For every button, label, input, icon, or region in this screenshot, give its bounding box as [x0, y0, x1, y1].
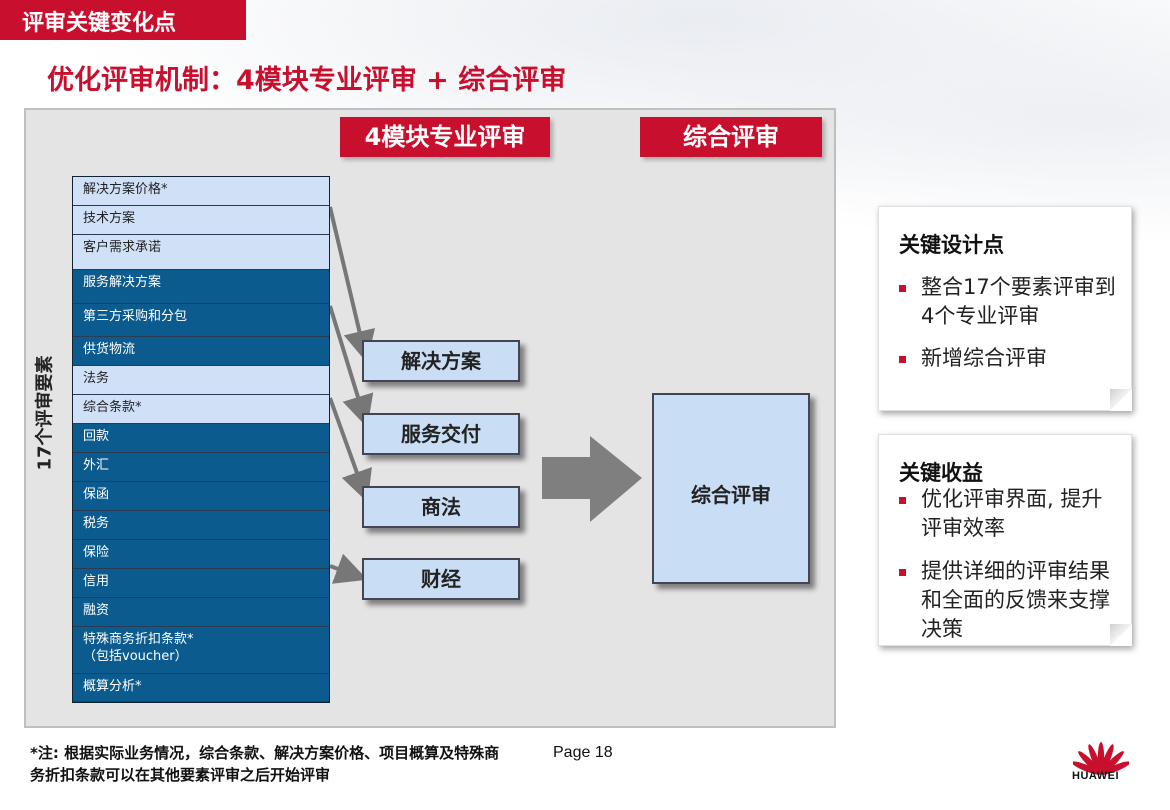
module-service-delivery: 服务交付	[362, 413, 520, 455]
review-element-row: 保函	[73, 482, 329, 511]
module-finance: 财经	[362, 558, 520, 600]
review-element-row: 解决方案价格*	[73, 177, 329, 206]
brand-name: HUAWEI	[1072, 770, 1119, 782]
review-elements-list: 解决方案价格*技术方案客户需求承诺服务解决方案第三方采购和分包供货物流法务综合条…	[72, 176, 330, 703]
comprehensive-column-label: 综合评审	[640, 117, 822, 157]
key-design-title: 关键设计点	[899, 233, 1004, 257]
review-element-row: 客户需求承诺	[73, 235, 329, 270]
key-benefits-item: 优化评审界面, 提升评审效率	[899, 485, 1119, 543]
review-element-row: 特殊商务折扣条款* （包括voucher）	[73, 627, 329, 674]
review-element-row: 服务解决方案	[73, 270, 329, 304]
footnote: *注: 根据实际业务情况，综合条款、解决方案价格、项目概算及特殊商务折扣条款可以…	[30, 744, 500, 784]
review-element-row: 回款	[73, 424, 329, 453]
module-legal: 商法	[362, 486, 520, 528]
bullet-icon	[899, 497, 906, 504]
arrow-to-finance	[329, 553, 368, 584]
module-solution: 解决方案	[362, 340, 520, 382]
elements-vertical-label: 17个评审要素	[20, 298, 68, 528]
key-benefits-title: 关键收益	[899, 461, 983, 485]
key-design-card: 关键设计点 整合17个要素评审到4个专业评审 新增综合评审	[878, 206, 1132, 411]
review-element-row: 第三方采购和分包	[73, 304, 329, 337]
huawei-logo-icon	[1073, 742, 1129, 775]
bullet-icon	[899, 569, 906, 576]
page-curl-icon	[1110, 389, 1132, 411]
page-curl-icon	[1110, 624, 1132, 646]
review-element-row: 保险	[73, 540, 329, 569]
key-design-item: 新增综合评审	[899, 344, 1119, 373]
comprehensive-review-label: 综合评审	[691, 483, 771, 507]
page-number: Page 18	[553, 744, 613, 761]
key-design-item: 整合17个要素评审到4个专业评审	[899, 273, 1119, 331]
elements-vertical-label-text: 17个评审要素	[35, 355, 56, 471]
bullet-icon	[899, 356, 906, 363]
review-element-row: 外汇	[73, 453, 329, 482]
arrow-to-solution	[328, 206, 376, 363]
arrow-to-legal	[328, 397, 372, 503]
modules-column-label: 4模块专业评审	[340, 117, 550, 157]
key-benefits-card: 关键收益 优化评审界面, 提升评审效率 提供详细的评审结果和全面的反馈来支撑决策	[878, 434, 1132, 646]
page-title: 优化评审机制：4模块专业评审 + 综合评审	[47, 65, 567, 96]
review-element-row: 信用	[73, 569, 329, 598]
key-benefits-item: 提供详细的评审结果和全面的反馈来支撑决策	[899, 557, 1119, 644]
big-arrow-icon	[542, 436, 642, 522]
review-element-row: 供货物流	[73, 337, 329, 366]
arrow-to-service	[328, 305, 374, 428]
comprehensive-review-box: 综合评审	[652, 393, 810, 584]
review-element-row: 法务	[73, 366, 329, 395]
review-element-row: 融资	[73, 598, 329, 627]
review-element-row: 技术方案	[73, 206, 329, 235]
review-element-row: 综合条款*	[73, 395, 329, 424]
bullet-icon	[899, 285, 906, 292]
review-element-row: 税务	[73, 511, 329, 540]
section-header-label: 评审关键变化点	[22, 11, 177, 36]
section-header: 评审关键变化点	[0, 0, 246, 40]
review-element-row: 概算分析*	[73, 674, 329, 702]
